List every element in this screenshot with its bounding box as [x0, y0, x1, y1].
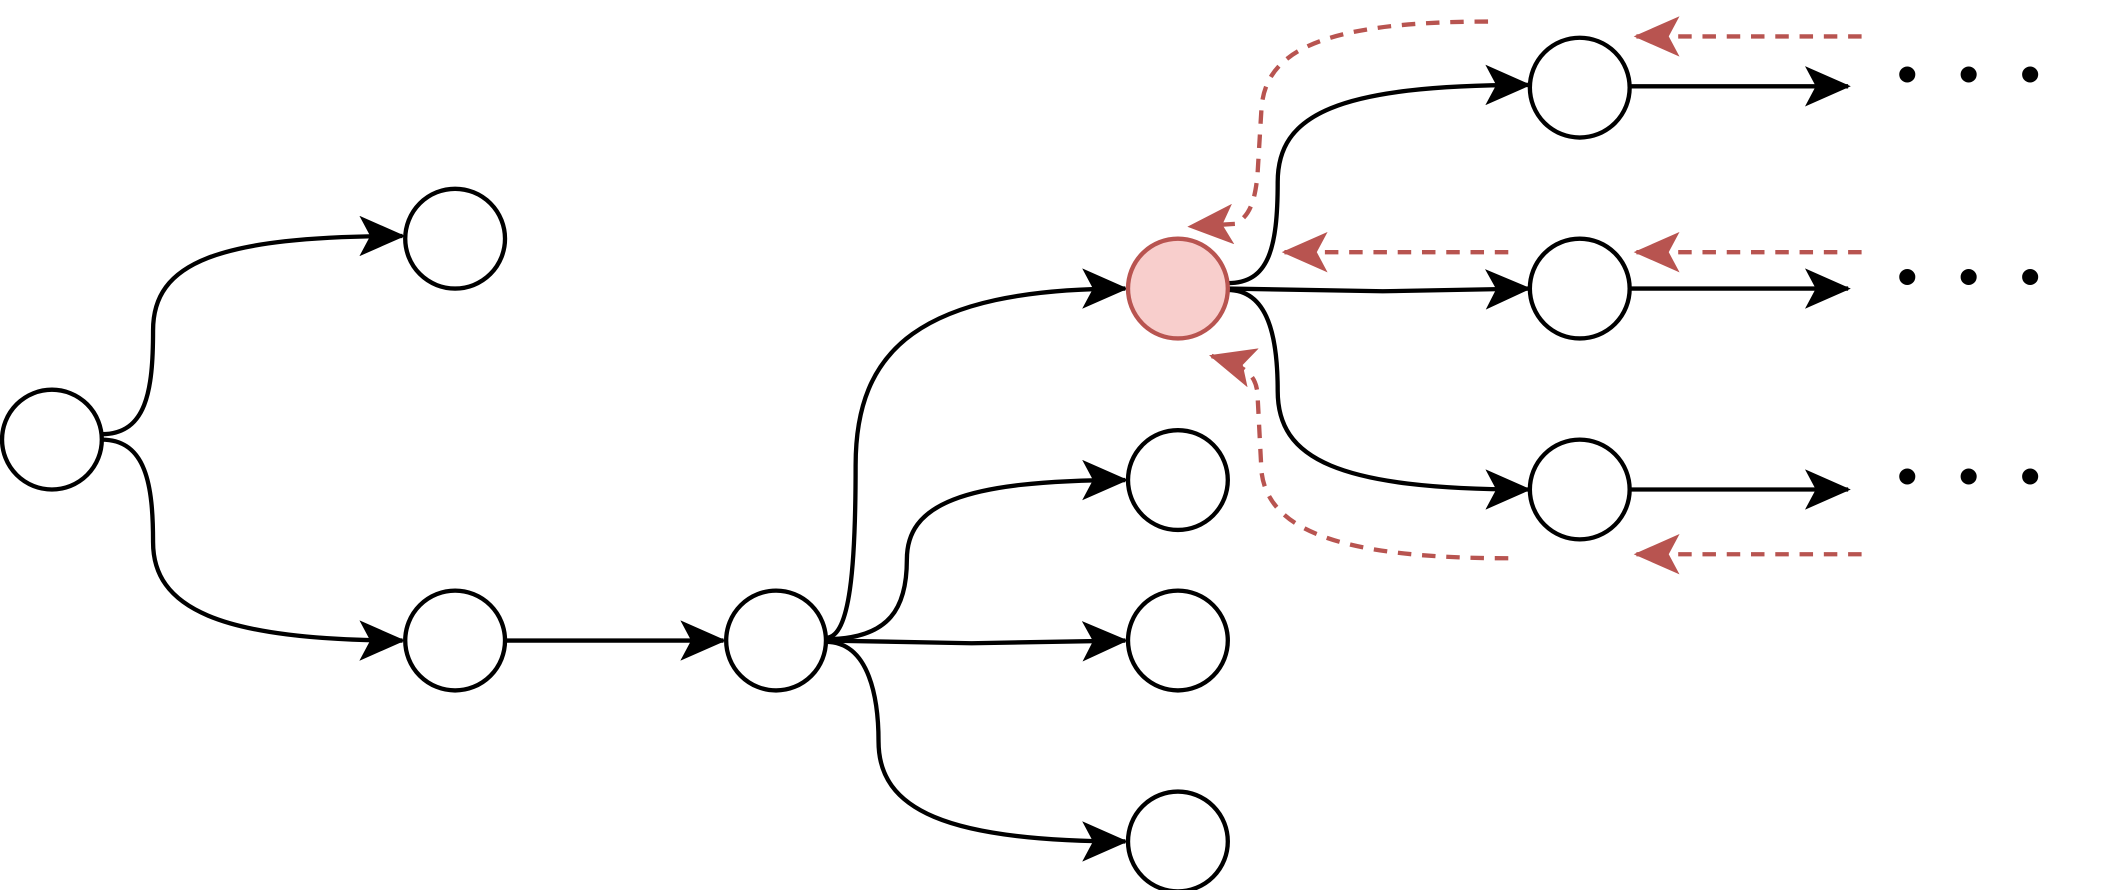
node-b1: [724, 588, 829, 693]
node-c2: [1125, 428, 1230, 533]
node-d2: [1527, 236, 1632, 341]
nodes: [0, 35, 1632, 890]
ellipsis-d2: • • •: [1893, 251, 2053, 305]
node-c3: [1125, 588, 1230, 693]
edge-current-d3: [1227, 287, 1532, 510]
edge-current-d1: [1227, 64, 1532, 286]
node-a2: [403, 588, 508, 693]
edge-b1-c2: [825, 459, 1129, 642]
node-a1: [403, 186, 508, 291]
backtrack-edges: [1187, 16, 1862, 575]
node-c4: [1125, 789, 1230, 890]
edge-root-a1: [101, 215, 406, 437]
node-d3: [1527, 437, 1632, 542]
ellipsis-d1: • • •: [1893, 49, 2053, 103]
node-d1: [1527, 35, 1632, 140]
backtrack-d1-current: [1187, 19, 1489, 245]
node-current-highlighted: [1125, 236, 1230, 341]
edge-b1-current: [825, 268, 1129, 640]
backtrack-d3-current: [1209, 348, 1509, 561]
forward-edges: [101, 64, 1851, 862]
edge-root-a2: [101, 437, 406, 661]
edge-b1-c3: [825, 621, 1129, 662]
node-root: [0, 387, 104, 492]
edge-current-d2: [1227, 269, 1532, 310]
ellipsis-d3: • • •: [1893, 451, 2053, 505]
edge-b1-c4: [825, 639, 1129, 862]
